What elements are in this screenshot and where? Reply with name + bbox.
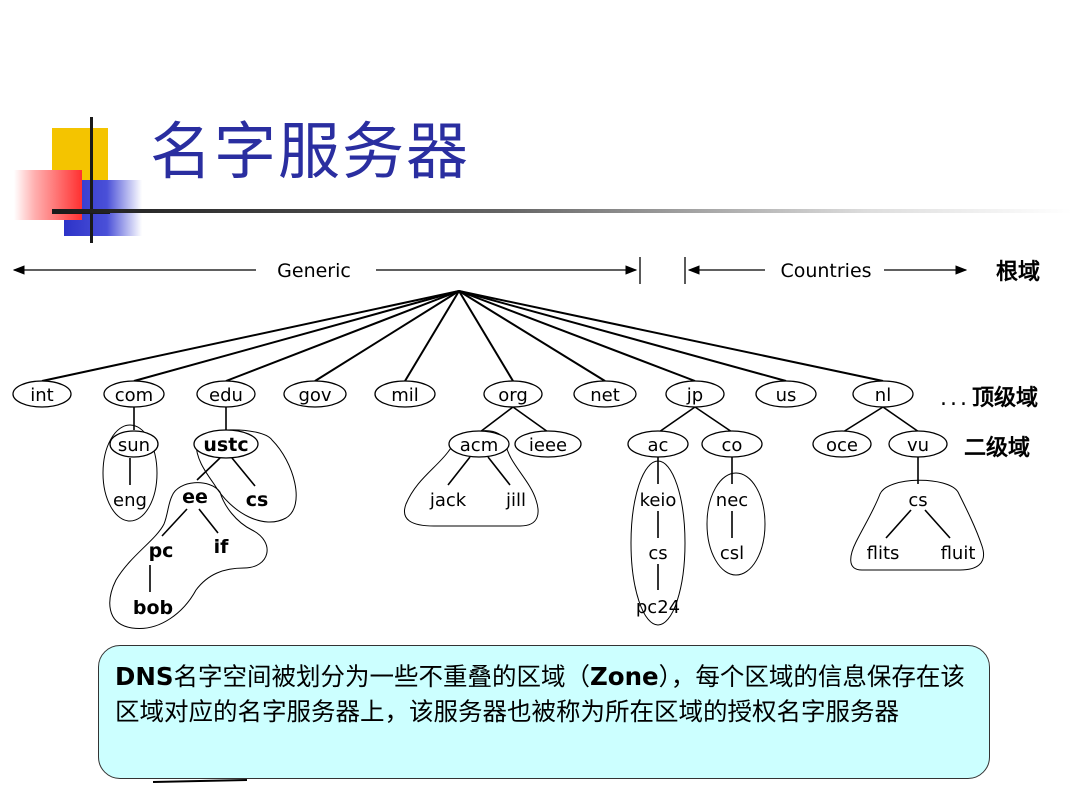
node-oce: oce — [826, 435, 858, 456]
node-ieee-oval — [514, 430, 582, 458]
zone-ustc-cs — [195, 429, 297, 523]
node-vu-oval — [888, 430, 948, 458]
tld-oval-jp — [665, 380, 725, 408]
countries-banner: Countries — [687, 260, 968, 282]
tld-label-edu: edu — [209, 385, 243, 406]
tld-com: com — [103, 380, 165, 408]
subtree-edges — [129, 406, 951, 592]
dns-tree-diagram: Generic Countries — [12, 257, 984, 630]
node-acm: acm — [460, 435, 498, 456]
node-if: if — [214, 536, 230, 558]
tld-oval-edu — [196, 380, 256, 408]
node-acm-oval — [448, 430, 510, 458]
node-jack: jack — [429, 490, 467, 511]
tld-label-int: int — [30, 385, 53, 406]
tld-oval-int — [12, 380, 72, 408]
node-bob: bob — [133, 597, 173, 619]
tld-label-nl: nl — [875, 385, 891, 406]
node-sun-oval — [109, 430, 159, 458]
bottom-stroke — [152, 779, 248, 783]
tld-org: org — [483, 380, 543, 408]
countries-label: Countries — [780, 260, 871, 282]
tld-oval-mil — [374, 380, 436, 408]
slide-title: 名字服务器 — [150, 115, 471, 188]
info-text-1: 名字空间被划分为一些不重叠的区域（ — [173, 662, 591, 691]
tld-label-com: com — [115, 385, 153, 406]
zone-vu-cs — [850, 479, 984, 571]
tld-jp: jp — [665, 380, 725, 408]
node-pc24: pc24 — [636, 597, 680, 618]
label-tld-text: 顶级域 — [971, 386, 1038, 411]
info-zone: Zone — [590, 662, 659, 691]
node-keio: keio — [640, 490, 677, 511]
tld-edu: edu — [196, 380, 256, 408]
info-callout: DNS名字空间被划分为一些不重叠的区域（Zone），每个区域的信息保存在该区域对… — [98, 645, 990, 779]
zone-ee-subtree — [109, 482, 268, 630]
tld-mil: mil — [374, 380, 436, 408]
node-eng: eng — [113, 490, 147, 511]
node-ac: ac — [648, 435, 669, 456]
title-rule — [52, 209, 1072, 213]
tld-label-jp: jp — [686, 385, 703, 406]
node-vu: vu — [907, 435, 929, 456]
node-ac-oval — [627, 430, 689, 458]
tld-gov: gov — [283, 380, 347, 408]
zone-nec-csl — [706, 472, 766, 576]
title-decoration-vline — [90, 117, 93, 243]
label-second-level-domain: 二级域 — [964, 436, 1031, 461]
tld-oval-org — [483, 380, 543, 408]
node-cs-keio: cs — [648, 543, 667, 564]
node-cs-ustc: cs — [246, 489, 269, 511]
tld-label-mil: mil — [391, 385, 419, 406]
tld-label-net: net — [590, 385, 620, 406]
node-ieee: ieee — [529, 435, 567, 456]
node-jill: jill — [505, 490, 526, 511]
node-cs-vu: cs — [908, 490, 927, 511]
node-ustc: ustc — [203, 434, 248, 456]
node-oce-oval — [812, 430, 872, 458]
tld-label-us: us — [776, 385, 797, 406]
tld-oval-nl — [852, 380, 914, 408]
node-ustc-oval — [193, 429, 259, 459]
tld-nl: nl — [852, 380, 914, 408]
tld-net: net — [573, 380, 637, 408]
zone-sun-eng — [102, 424, 158, 522]
node-co-oval — [701, 430, 763, 458]
node-ee: ee — [182, 486, 208, 508]
root-edges — [41, 290, 884, 382]
label-top-level-domain: ...顶级域 — [940, 380, 1038, 412]
info-text-2: ），每个区域的信息保存在该区域对应的名字服务器上，该服务器也被称为所在区域的授权… — [115, 662, 965, 726]
tld-label-org: org — [498, 385, 528, 406]
info-dns: DNS — [115, 662, 174, 691]
node-co: co — [722, 435, 743, 456]
tld-us: us — [755, 380, 817, 408]
node-flits: flits — [867, 543, 900, 564]
tld-oval-net — [573, 380, 637, 408]
top-level-domains: int com edu gov mil org net jp us nl — [12, 380, 914, 408]
tld-label-gov: gov — [298, 385, 331, 406]
label-root-domain: 根域 — [996, 260, 1041, 285]
node-nec: nec — [716, 490, 748, 511]
node-fluit: fluit — [941, 543, 976, 564]
tld-int: int — [12, 380, 72, 408]
generic-banner: Generic — [12, 260, 638, 282]
tld-oval-com — [103, 380, 165, 408]
tld-oval-gov — [283, 380, 347, 408]
node-sun: sun — [118, 435, 150, 456]
node-csl: csl — [720, 543, 744, 564]
label-tld-dots: ... — [940, 386, 970, 411]
generic-label: Generic — [277, 260, 351, 282]
node-pc: pc — [149, 540, 174, 562]
tld-oval-us — [755, 380, 817, 408]
